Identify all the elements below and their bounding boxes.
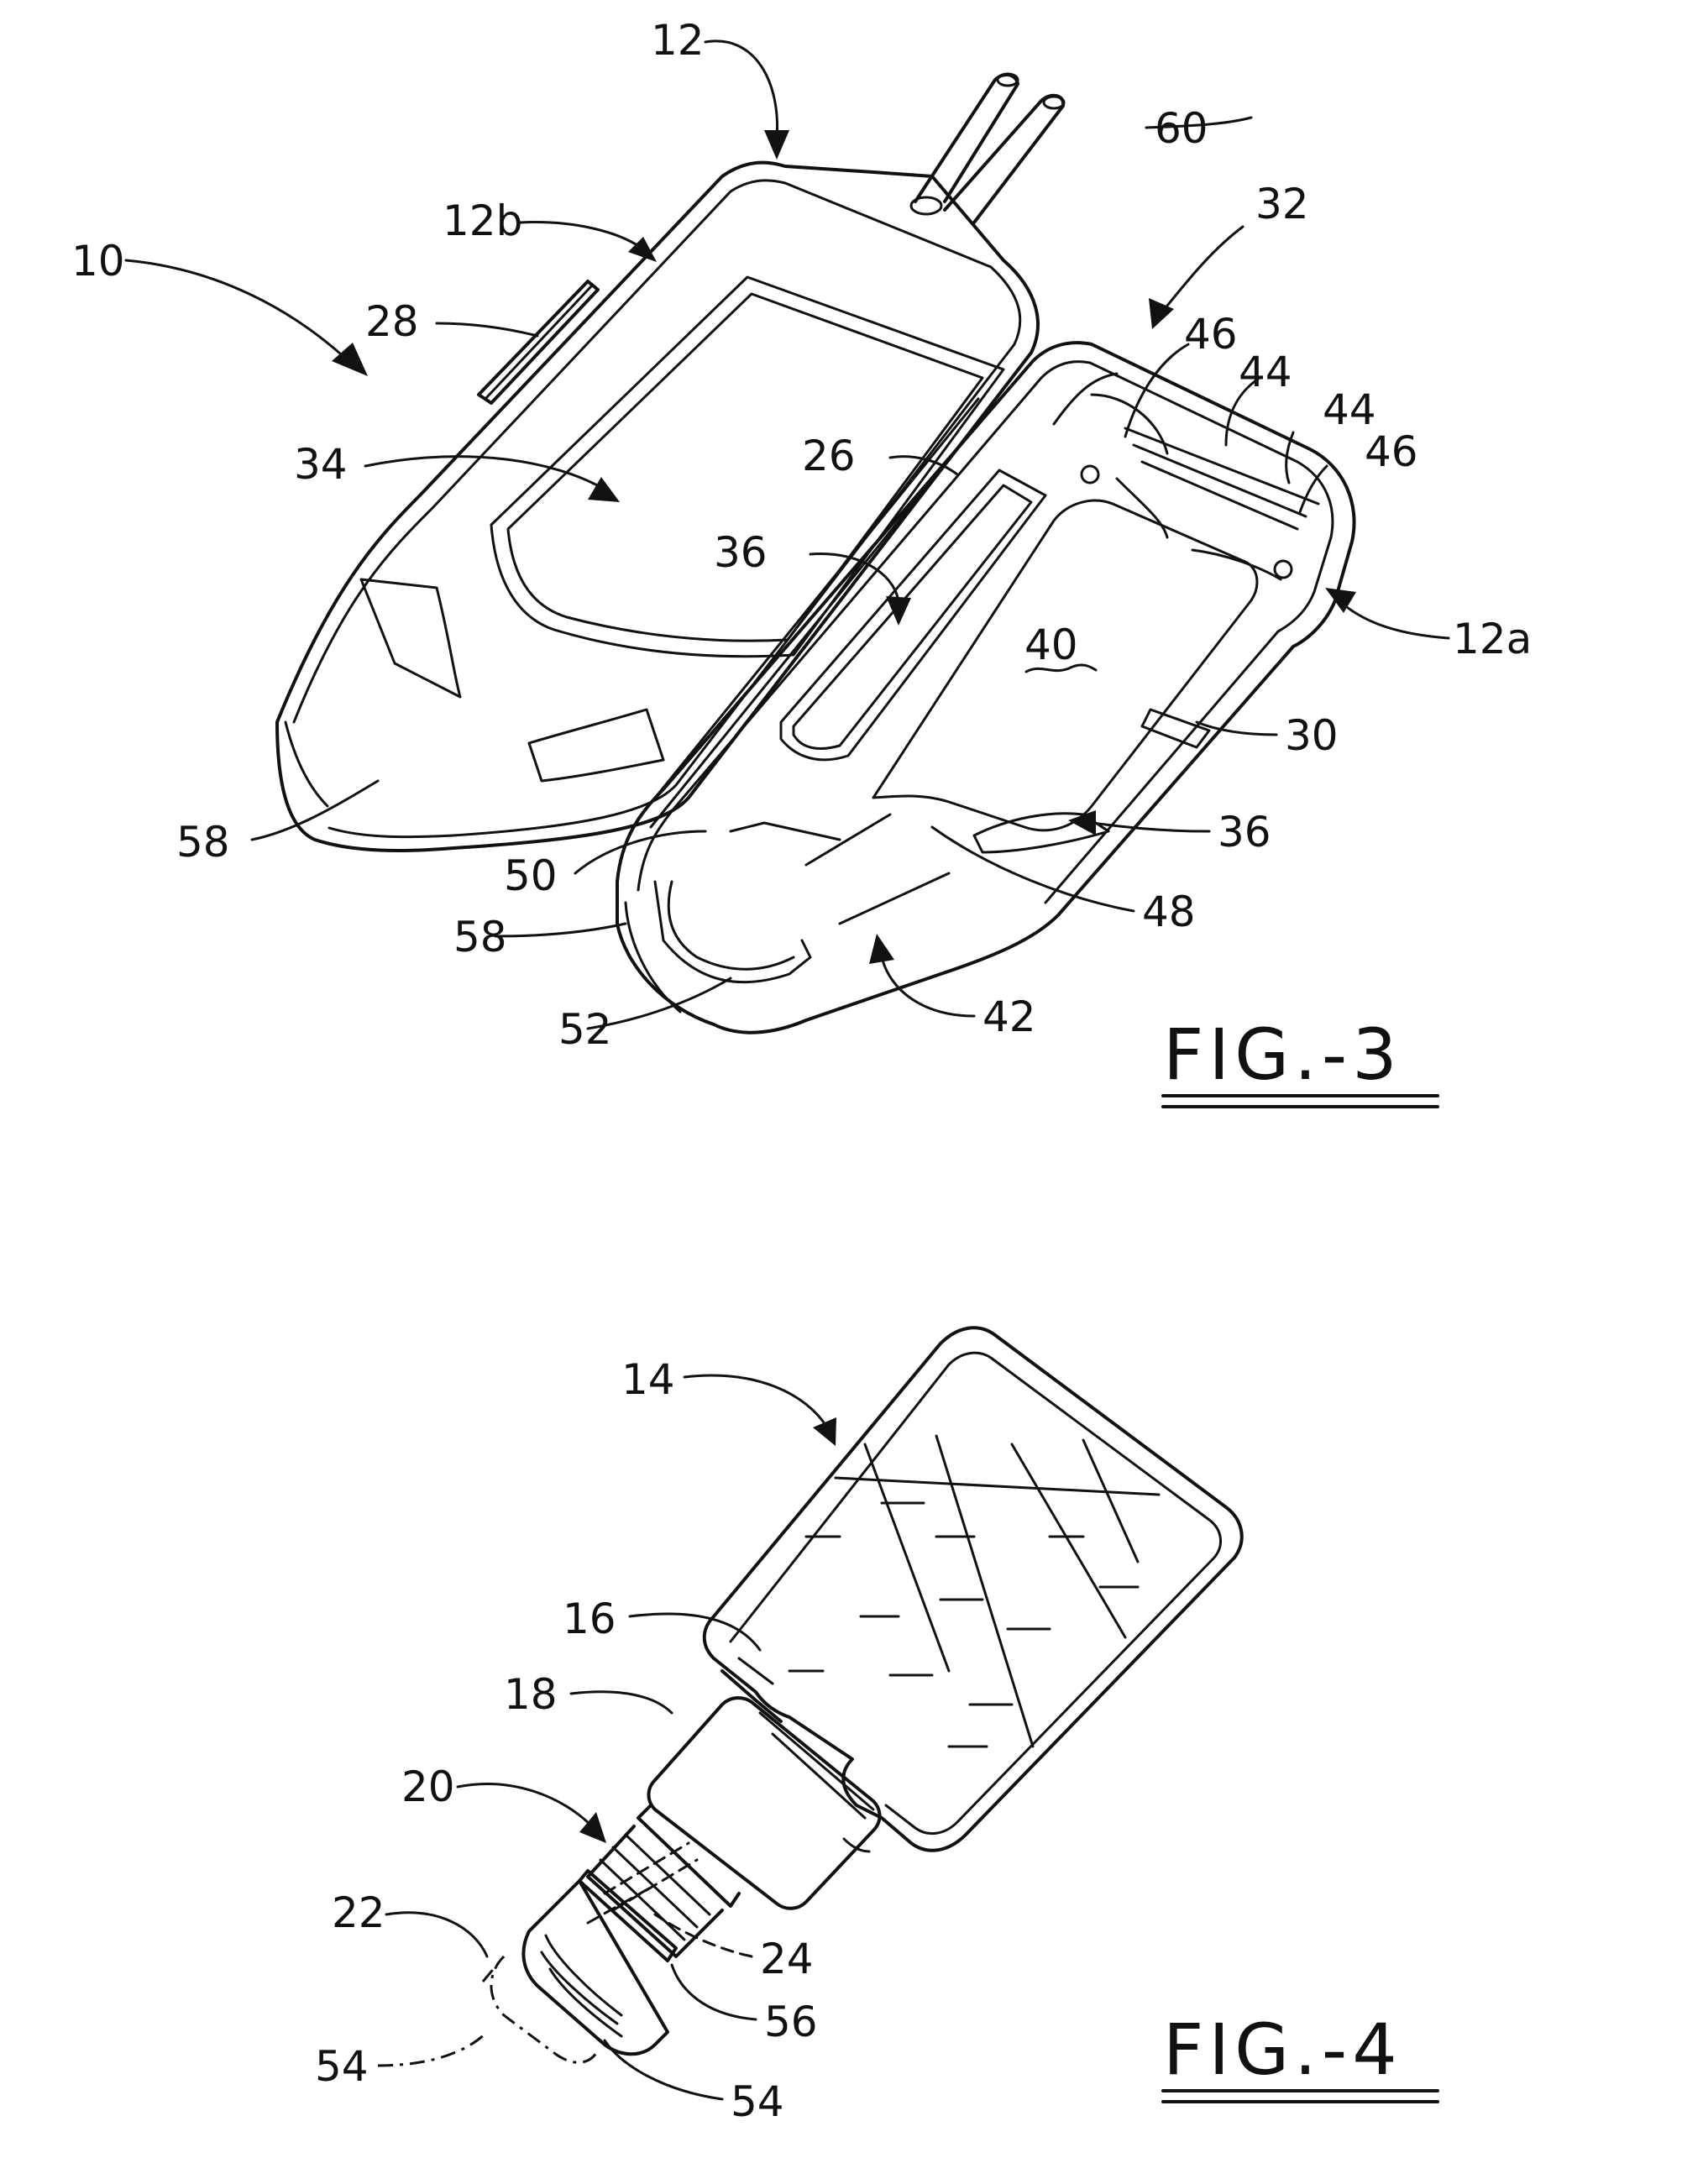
ref-36-lower: 36 — [1218, 808, 1271, 856]
ref-10: 10 — [71, 237, 125, 285]
ref-14: 14 — [621, 1355, 675, 1404]
ref-54: 54 — [731, 2077, 784, 2126]
ref-58-lower: 58 — [453, 913, 507, 961]
ref-12a: 12a — [1453, 615, 1532, 663]
ref-28: 28 — [365, 297, 419, 346]
ref-20: 20 — [401, 1762, 455, 1811]
ref-58-left: 58 — [176, 818, 230, 867]
ref-18: 18 — [504, 1670, 558, 1719]
figure-4-vial-drawing — [483, 1328, 1242, 2062]
ref-44-top: 44 — [1239, 348, 1292, 396]
ref-54-phantom: 54 — [315, 2042, 369, 2091]
ref-12: 12 — [651, 16, 705, 65]
figure-4-caption-text: FIG.-4 — [1163, 2009, 1402, 2091]
figure-4-caption: FIG.-4 — [1163, 2009, 1438, 2102]
ref-30: 30 — [1285, 711, 1339, 760]
ref-12b: 12b — [443, 196, 522, 245]
ref-48: 48 — [1142, 888, 1196, 936]
ref-52: 52 — [558, 1005, 612, 1054]
ref-16: 16 — [563, 1595, 616, 1643]
figure-3-leaders — [126, 41, 1449, 1029]
figure-3-labels: 10 12 12b 60 32 28 34 26 36 40 46 44 44 … — [71, 16, 1532, 1054]
ref-22: 22 — [332, 1888, 385, 1937]
ref-36-upper: 36 — [714, 528, 768, 577]
ref-32: 32 — [1255, 180, 1309, 228]
ref-56: 56 — [764, 1998, 818, 2046]
figure-3-caption: FIG.-3 — [1163, 1013, 1438, 1107]
figure-3-caption-text: FIG.-3 — [1163, 1013, 1402, 1096]
ref-26: 26 — [802, 432, 856, 480]
ref-46-right: 46 — [1365, 427, 1418, 476]
ref-24: 24 — [760, 1935, 814, 1983]
ref-42: 42 — [982, 992, 1036, 1041]
ref-60: 60 — [1155, 104, 1208, 153]
ref-46-top: 46 — [1184, 310, 1238, 359]
ref-34: 34 — [294, 440, 348, 489]
ref-50: 50 — [504, 851, 558, 900]
figure-4-leaders — [378, 1375, 836, 2099]
ref-40: 40 — [1024, 621, 1078, 669]
